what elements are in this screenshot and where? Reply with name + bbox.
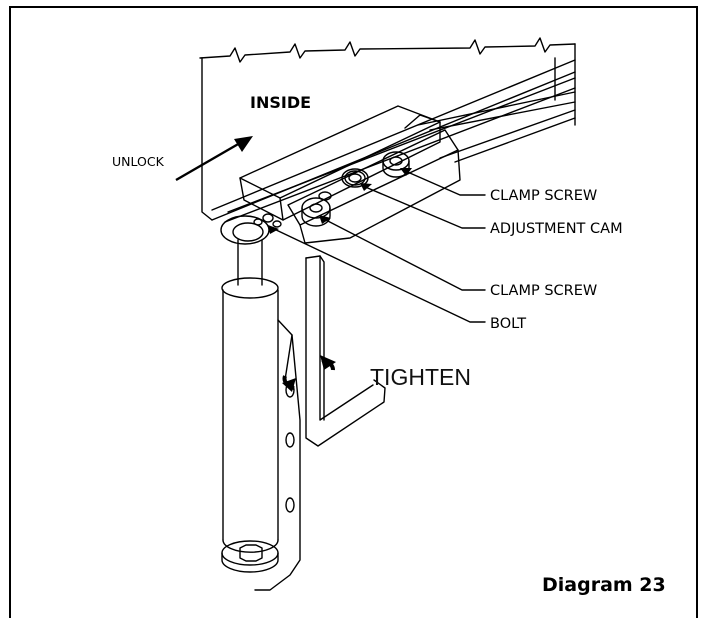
unlock-arrow — [175, 136, 253, 182]
rotate-arrowhead-right — [320, 355, 336, 370]
mounting-bracket — [254, 319, 301, 591]
leader-clamp-screw-bottom — [321, 217, 486, 291]
label-bolt: BOLT — [490, 316, 526, 332]
bolt-head — [220, 213, 282, 245]
label-tighten: TIGHTEN — [370, 364, 471, 390]
arrowhead-clamp-top — [400, 168, 412, 176]
panel-edge — [201, 57, 213, 221]
label-unlock: UNLOCK — [112, 154, 165, 169]
lock-bracket — [239, 105, 461, 244]
adjustment-cam — [341, 168, 369, 188]
leader-clamp-screw-top — [402, 169, 486, 196]
label-inside: INSIDE — [250, 93, 311, 112]
rotate-arrowhead-left — [282, 378, 296, 392]
label-adjustment-cam: ADJUSTMENT CAM — [490, 221, 623, 237]
hex-key — [305, 255, 386, 447]
arrowhead-cam — [360, 183, 372, 191]
leader-bolt — [271, 227, 486, 323]
diagram-frame — [9, 6, 698, 618]
panel-break-line — [199, 37, 576, 63]
bolt-shaft — [221, 239, 279, 573]
label-clamp-screw-top: CLAMP SCREW — [490, 188, 597, 204]
label-clamp-screw-bottom: CLAMP SCREW — [490, 283, 597, 299]
diagram-caption: Diagram 23 — [542, 574, 666, 596]
leader-adjustment-cam — [362, 185, 486, 229]
track-rail — [211, 43, 576, 223]
arrowhead-bolt — [268, 225, 279, 234]
arrowhead-clamp-bottom — [319, 215, 331, 224]
